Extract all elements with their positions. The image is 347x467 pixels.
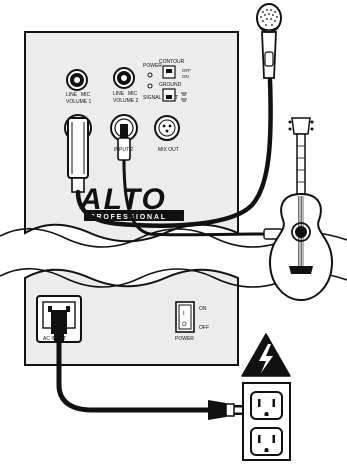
power-cord [56, 339, 215, 413]
input-2-label: INPUT 2 [114, 147, 133, 153]
power-switch-o-mark: O [182, 322, 187, 328]
guitar-cable [122, 159, 265, 237]
volume-1-label: VOLUME 1 [66, 99, 92, 105]
volume-2-knob[interactable] [113, 67, 135, 89]
power-led [147, 72, 153, 78]
power-switch-label: POWER [175, 336, 194, 342]
professional-banner [84, 210, 184, 221]
power-switch[interactable] [175, 301, 195, 333]
contour-on-label: ON [182, 74, 189, 79]
microphone-icon [256, 3, 282, 79]
contour-switch[interactable] [162, 65, 176, 79]
signal-limit-led [147, 83, 153, 89]
contour-label: CONTOUR [159, 59, 185, 65]
volume-1-knob[interactable] [66, 69, 88, 91]
microphone-cable [75, 77, 273, 228]
power-off-label: OFF [199, 325, 209, 331]
wall-outlet-icon [242, 382, 291, 461]
acoustic-guitar-icon [268, 117, 334, 302]
power-cord-plug [208, 400, 244, 420]
power-on-label: ON [199, 306, 207, 312]
volume-2-mic-label: MIC [128, 91, 138, 97]
mix-out-jack[interactable] [154, 115, 180, 141]
contour-off-label: OFF [182, 68, 191, 73]
volume-1-mic-label: MIC [81, 92, 91, 98]
power-switch-i-mark: I [183, 311, 185, 317]
volume-2-label: VOLUME 2 [113, 98, 139, 104]
signal-limit-label: SIGNAL / LIMIT [143, 95, 178, 101]
iec-power-plug [51, 310, 67, 342]
professional-text: PROFESSIONAL [90, 214, 167, 221]
mix-out-label: MIX OUT [158, 147, 179, 153]
volume-2-line-label: LINE [113, 91, 125, 97]
ground-symbols [181, 92, 187, 102]
xlr-plug [67, 117, 89, 193]
high-voltage-warning-icon [241, 333, 291, 377]
volume-1-line-label: LINE [66, 92, 78, 98]
ground-label: GROUND [159, 82, 182, 88]
power-led-label: POWER [143, 63, 162, 69]
ground-switch[interactable] [162, 88, 176, 102]
